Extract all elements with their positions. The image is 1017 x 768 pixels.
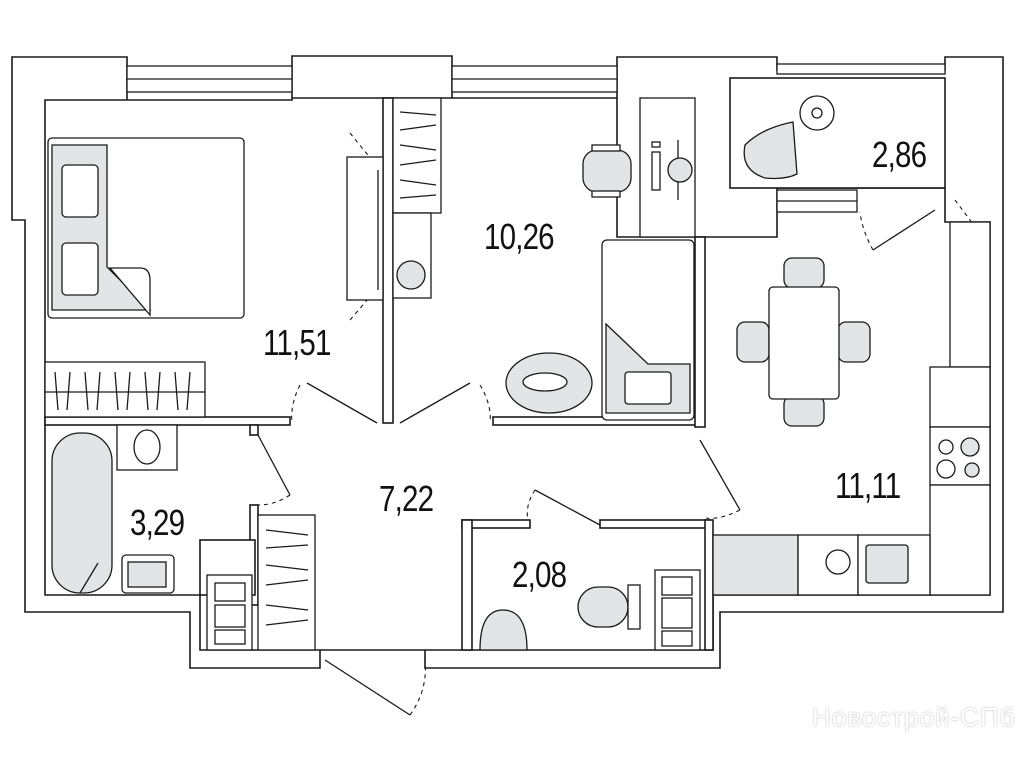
room-area-kids-room: 10,26 (484, 216, 555, 257)
room-area-kitchen-living: 11,11 (835, 465, 901, 506)
wc-fixtures (479, 569, 701, 651)
dresser (44, 361, 206, 418)
room-area-hallway: 7,22 (379, 478, 434, 519)
desk (582, 97, 696, 238)
single-bed (601, 239, 695, 421)
watermark: Новострой-СПб (812, 702, 1016, 732)
tv-stand (346, 156, 384, 301)
room-area-bathroom: 3,29 (130, 502, 185, 543)
windows (126, 63, 946, 213)
room-area-wc: 2,08 (512, 554, 567, 595)
double-bed (47, 137, 245, 319)
kitchen-counters (712, 221, 991, 596)
rug (505, 352, 593, 414)
dining-table (736, 257, 871, 427)
closet-hallway (206, 514, 316, 651)
kids-wardrobe (392, 97, 442, 299)
balcony-furniture (743, 95, 835, 180)
bathroom-fixtures (51, 424, 178, 594)
room-area-balcony: 2,86 (872, 134, 927, 175)
room-area-bedroom: 11,51 (263, 322, 331, 363)
